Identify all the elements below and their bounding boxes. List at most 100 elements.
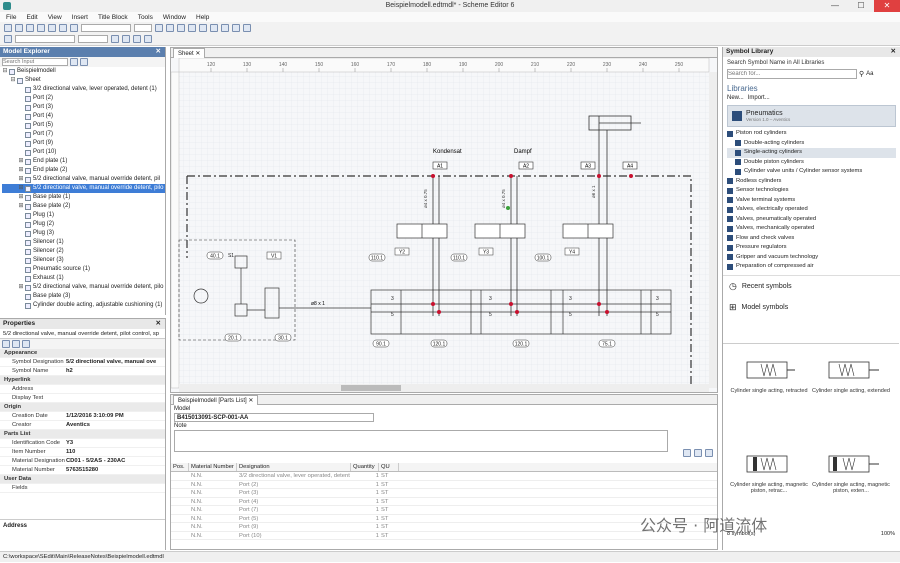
property-value[interactable] — [66, 484, 165, 492]
property-row[interactable]: Address — [0, 385, 165, 394]
save-icon[interactable] — [26, 23, 34, 32]
property-value[interactable]: 1/12/2016 3:10:09 PM — [66, 413, 124, 419]
refresh-icon[interactable] — [694, 449, 702, 457]
property-section[interactable]: User Data — [0, 475, 165, 484]
categorized-icon[interactable] — [2, 340, 10, 348]
close-icon[interactable]: ✕ — [890, 48, 896, 55]
line-combo[interactable] — [78, 34, 108, 43]
redo-icon[interactable] — [188, 23, 196, 32]
arrow-icon[interactable] — [144, 34, 152, 43]
library-item[interactable]: Double piston cylinders — [727, 158, 896, 168]
import-library-link[interactable]: Import... — [747, 95, 770, 101]
category-pneumatics[interactable]: Pneumatics Version 1.0 – Aventics — [727, 105, 896, 127]
property-value[interactable]: Aventics — [66, 422, 90, 428]
tab-parts-list[interactable]: Beispielmodell [Parts List] ✕ — [173, 395, 259, 405]
close-icon[interactable]: ✕ — [155, 48, 161, 55]
menu-file[interactable]: File — [6, 13, 17, 21]
undo-icon[interactable] — [177, 23, 185, 32]
tree-item[interactable]: 3/2 directional valve, lever operated, d… — [2, 85, 165, 94]
symbol-cell[interactable]: Cylinder single acting, magnetic piston,… — [729, 450, 809, 510]
library-item[interactable]: Valves, electrically operated — [727, 205, 896, 215]
expander-icon[interactable]: ⊞ — [18, 194, 24, 200]
font-combo[interactable] — [81, 23, 131, 32]
menu-edit[interactable]: Edit — [26, 13, 38, 21]
library-item[interactable]: Pressure regulators — [727, 243, 896, 253]
tree-item[interactable]: Port (4) — [2, 112, 165, 121]
library-item[interactable]: Piston rod cylinders — [727, 129, 896, 139]
paste-icon[interactable] — [70, 23, 78, 32]
table-row[interactable]: N.N.3/2 directional valve, lever operate… — [171, 472, 717, 481]
tab-sheet[interactable]: Sheet ✕ — [173, 48, 206, 58]
tree-item[interactable]: ⊞Base plate (1) — [2, 193, 165, 202]
size-combo[interactable] — [134, 23, 152, 32]
property-value[interactable]: 5/2 directional valve, manual ove — [66, 359, 157, 365]
library-item[interactable]: Valves, mechanically operated — [727, 224, 896, 234]
menu-tools[interactable]: Tools — [137, 13, 153, 21]
model-field[interactable]: B415013091-SCP-001-AA — [174, 413, 374, 422]
grid-icon[interactable] — [210, 23, 218, 32]
menu-window[interactable]: Window — [162, 13, 186, 21]
minimize-button[interactable]: — — [831, 1, 839, 10]
tree-item[interactable]: ⊞5/2 directional valve, manual override … — [2, 283, 165, 292]
export-icon[interactable] — [683, 449, 691, 457]
col-quantity[interactable]: Quantity — [351, 463, 379, 471]
search-icon[interactable]: ⚲ — [859, 71, 865, 78]
note-field[interactable] — [174, 430, 668, 452]
new-library-link[interactable]: New... — [727, 95, 744, 101]
tree-item[interactable]: Silencer (1) — [2, 238, 165, 247]
property-section[interactable]: Parts List — [0, 430, 165, 439]
new-icon[interactable] — [4, 23, 12, 32]
tree-item[interactable]: ⊞End plate (2) — [2, 166, 165, 175]
expander-icon[interactable]: ⊞ — [18, 284, 24, 290]
expand-all-icon[interactable] — [80, 58, 88, 66]
property-value[interactable] — [66, 394, 165, 402]
col-material[interactable]: Material Number — [189, 463, 237, 471]
symbol-cell[interactable]: Cylinder single acting, magnetic piston,… — [811, 450, 891, 510]
tree-item[interactable]: Base plate (3) — [2, 292, 165, 301]
tree-item[interactable]: Silencer (2) — [2, 247, 165, 256]
property-value[interactable]: 5763515280 — [66, 467, 99, 473]
line-width-icon[interactable] — [133, 34, 141, 43]
property-pages-icon[interactable] — [22, 340, 30, 348]
style-combo[interactable] — [15, 34, 75, 43]
property-value[interactable]: Y3 — [66, 440, 74, 446]
col-designation[interactable]: Designation — [237, 463, 351, 471]
expander-icon[interactable]: ⊞ — [18, 185, 24, 191]
fill-icon[interactable] — [111, 34, 119, 43]
library-item[interactable]: Single-acting cylinders — [727, 148, 896, 158]
library-item[interactable]: Gripper and vacuum technology — [727, 253, 896, 263]
tree-item[interactable]: ⊟Beispielmodell — [2, 67, 165, 76]
search-libraries-scope[interactable]: in All Libraries — [787, 60, 825, 66]
tree-item[interactable]: Silencer (3) — [2, 256, 165, 265]
alphabetical-icon[interactable] — [12, 340, 20, 348]
property-section[interactable]: Hyperlink — [0, 376, 165, 385]
tree-item[interactable]: Port (2) — [2, 94, 165, 103]
library-item[interactable]: Flow and check valves — [727, 234, 896, 244]
library-item[interactable]: Valve terminal systems — [727, 196, 896, 206]
expander-icon[interactable]: ⊟ — [2, 68, 8, 74]
align-icon[interactable] — [221, 23, 229, 32]
tree-item[interactable]: Port (9) — [2, 139, 165, 148]
property-row[interactable]: Display Text — [0, 394, 165, 403]
filter-icon[interactable] — [70, 58, 78, 66]
model-symbols-section[interactable]: ⊞ Model symbols — [723, 297, 900, 318]
tree-item[interactable]: ⊞Base plate (2) — [2, 202, 165, 211]
col-pos[interactable]: Pos. — [171, 463, 189, 471]
property-value[interactable]: 110 — [66, 449, 76, 455]
menu-view[interactable]: View — [47, 13, 62, 21]
tree-item[interactable]: Port (10) — [2, 148, 165, 157]
menu-title-block[interactable]: Title Block — [97, 13, 128, 21]
